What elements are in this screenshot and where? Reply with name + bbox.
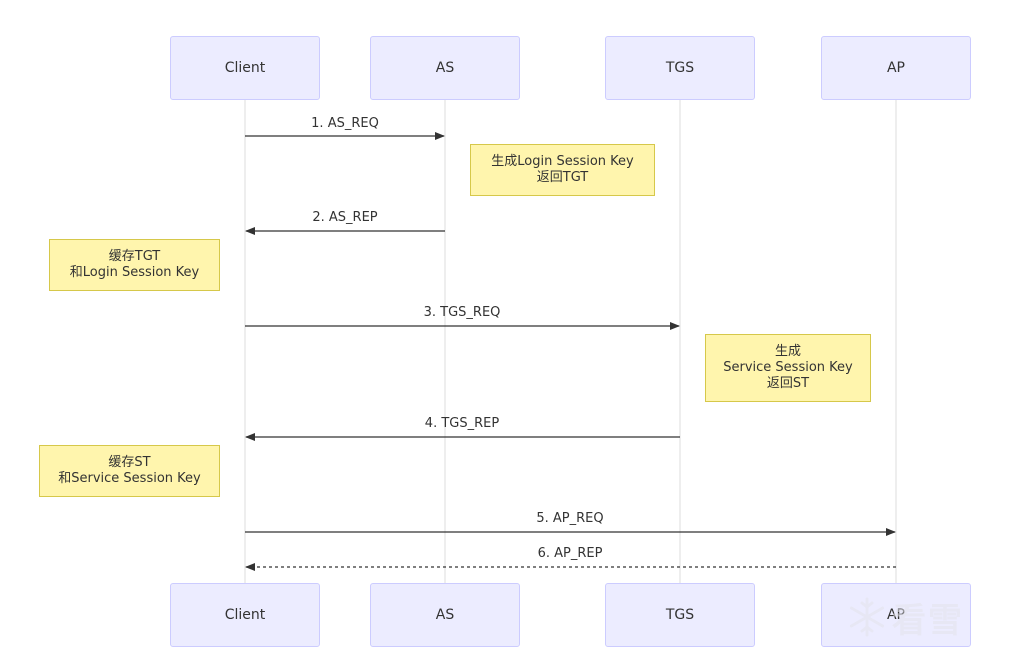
actor-label: TGS: [665, 60, 695, 76]
note-line: 缓存TGT: [108, 249, 161, 264]
message-label-as-req: 1. AS_REQ: [311, 116, 379, 131]
message-label-ap-rep: 6. AP_REP: [537, 546, 603, 561]
actor-as-bottom: AS: [370, 583, 520, 647]
actor-client-bottom: Client: [170, 583, 320, 647]
actor-label: TGS: [665, 607, 695, 623]
note-tgs-generate-service-key: 生成 Service Session Key 返回ST: [705, 334, 871, 402]
watermark-text: 看雪: [892, 600, 964, 641]
actor-ap-bottom: AP: [821, 583, 971, 647]
actor-as-top: AS: [370, 36, 520, 100]
note-line: 和Service Session Key: [58, 471, 201, 486]
actor-label: Client: [224, 60, 266, 76]
note-client-cache-tgt: 缓存TGT 和Login Session Key: [49, 239, 220, 291]
message-label-as-rep: 2. AS_REP: [312, 210, 378, 225]
note-line: 生成Login Session Key: [491, 154, 634, 169]
message-label-tgs-rep: 4. TGS_REP: [424, 416, 500, 431]
watermark: 看雪: [846, 590, 1001, 644]
note-line: 返回TGT: [536, 170, 589, 185]
message-label-tgs-req: 3. TGS_REQ: [423, 305, 501, 320]
actor-label: AS: [435, 607, 455, 623]
note-line: 缓存ST: [108, 455, 151, 470]
note-line: Service Session Key: [723, 360, 853, 375]
actor-client-top: Client: [170, 36, 320, 100]
note-as-generate-login-key: 生成Login Session Key 返回TGT: [470, 144, 655, 196]
note-line: 和Login Session Key: [69, 265, 200, 280]
actor-tgs-top: TGS: [605, 36, 755, 100]
note-line: 生成: [774, 344, 801, 359]
snowflake-icon: [849, 597, 885, 637]
actor-label: Client: [224, 607, 266, 623]
actor-tgs-bottom: TGS: [605, 583, 755, 647]
actor-label: AP: [886, 60, 906, 76]
actor-label: AS: [435, 60, 455, 76]
note-line: 返回ST: [766, 376, 810, 391]
actor-label: AP: [886, 607, 906, 623]
message-label-ap-req: 5. AP_REQ: [536, 511, 604, 526]
note-client-cache-st: 缓存ST 和Service Session Key: [39, 445, 220, 497]
actor-ap-top: AP: [821, 36, 971, 100]
